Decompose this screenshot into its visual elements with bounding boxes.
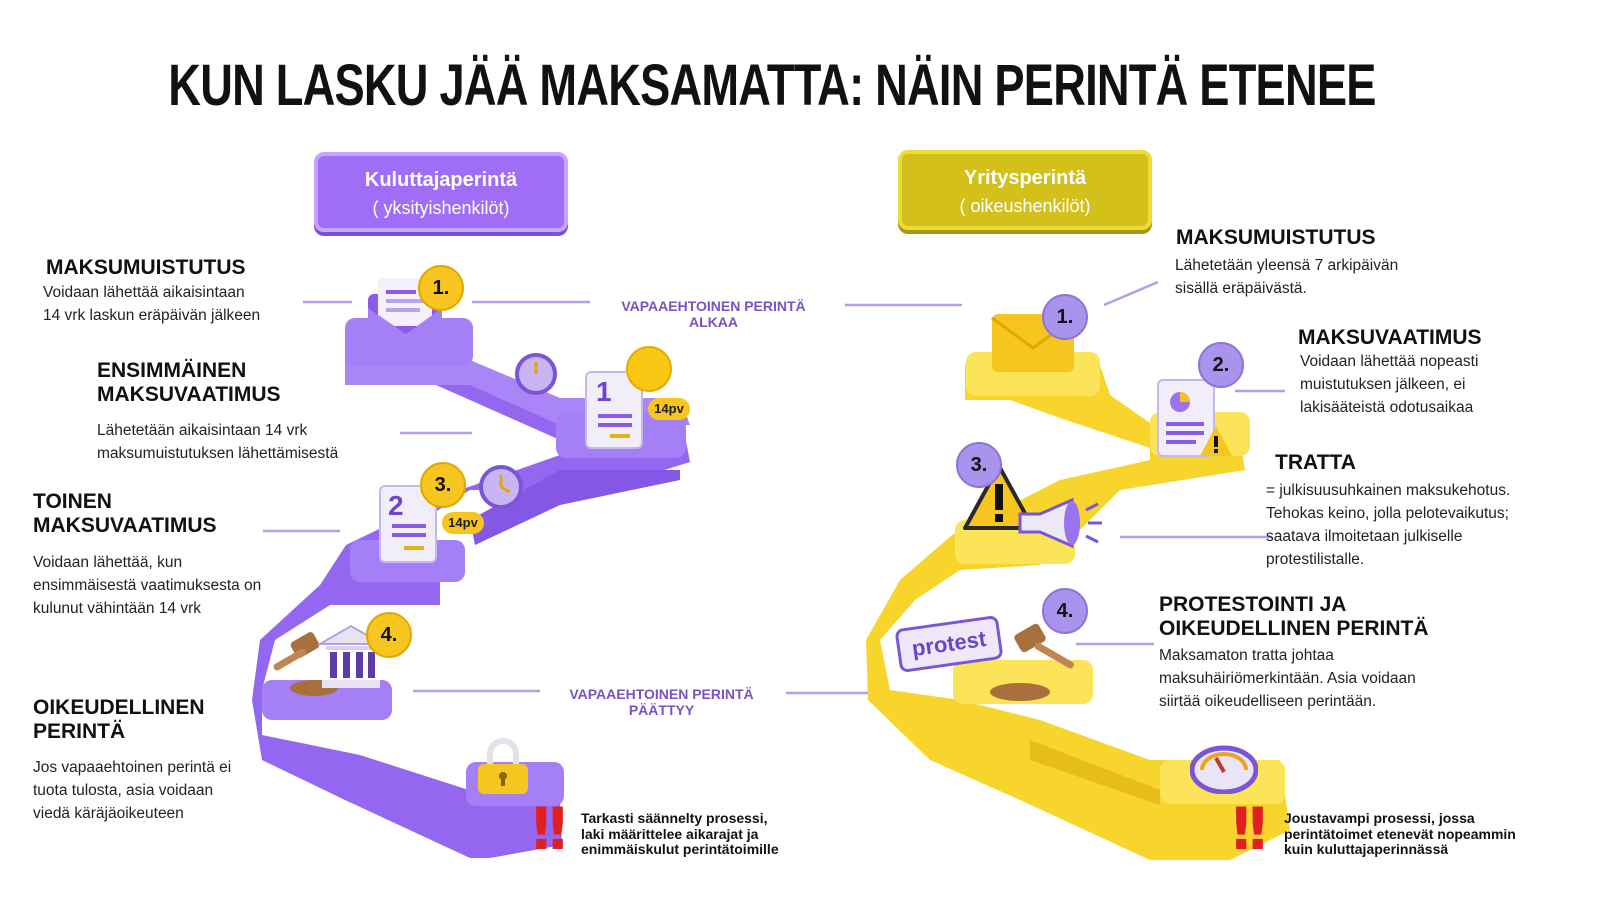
business-step3-heading: TRATTA [1275, 451, 1356, 474]
business-note: Joustavampi prosessi, jossa perintätoime… [1284, 810, 1516, 858]
consumer-step4-text: Jos vapaaehtoinen perintä ei tuota tulos… [33, 756, 231, 825]
note-line: Joustavampi prosessi, jossa [1284, 810, 1475, 826]
text-line: Voidaan lähettää nopeasti [1300, 353, 1479, 370]
text-line: Voidaan lähettää, kun [33, 554, 183, 571]
business-step2-heading: MAKSUVAATIMUS [1298, 326, 1482, 349]
text-line: maksuhäiriömerkintään. Asia voidaan [1159, 670, 1416, 687]
gavel-icon [990, 623, 1074, 701]
megaphone-icon [1018, 497, 1102, 549]
consumer-step1-text: Voidaan lähettää aikaisintaan 14 vrk las… [43, 281, 260, 327]
document-icon [1157, 379, 1232, 457]
consumer-step2-text: Lähetetään aikaisintaan 14 vrk maksumuis… [97, 419, 338, 465]
consumer-step3-heading: TOINEN MAKSUVAATIMUS [33, 490, 217, 538]
text-line: Lähetetään yleensä 7 arkipäivän [1175, 257, 1399, 274]
text-line: ensimmäisestä vaatimuksesta on [33, 577, 262, 594]
business-step1-text: Lähetetään yleensä 7 arkipäivän sisällä … [1175, 254, 1398, 300]
text-line: = julkisuusuhkainen maksukehotus. [1266, 482, 1511, 499]
note-line: kuin kuluttajaperinnässä [1284, 841, 1449, 857]
text-line: 14 vrk laskun eräpäivän jälkeen [43, 307, 261, 324]
consumer-step3-text: Voidaan lähettää, kun ensimmäisestä vaat… [33, 551, 261, 620]
text-line: Jos vapaaehtoinen perintä ei [33, 759, 232, 776]
text-line: saatava ilmoitetaan julkiselle [1266, 528, 1463, 545]
coin-icon [626, 346, 672, 392]
gavel-icon [273, 632, 338, 696]
category-title: Yritysperintä [963, 167, 1087, 189]
warning-icon [963, 464, 1035, 530]
consumer-step4-heading: OIKEUDELLINEN PERINTÄ [33, 696, 205, 744]
label-line: VAPAAEHTOINEN PERINTÄ [621, 298, 806, 314]
step-number-badge: 3. [420, 462, 466, 508]
document-number: 2 [388, 490, 404, 521]
note-line: perintätoimet etenevät nopeammin [1284, 825, 1516, 842]
clock-icon [479, 465, 523, 509]
voluntary-collection-end: VAPAAEHTOINEN PERINTÄ PÄÄTTYY [544, 686, 779, 718]
category-subtitle: ( oikeushenkilöt) [959, 196, 1091, 216]
days-tag: 14pv [442, 512, 484, 534]
text-line: tuota tulosta, asia voidaan [33, 782, 214, 799]
step-number-badge: 1. [1042, 294, 1088, 340]
step-number-badge: 3. [956, 442, 1002, 488]
heading-line: PERINTÄ [33, 720, 126, 743]
consumer-collection-label: Kuluttajaperintä ( yksityishenkilöt) [314, 152, 568, 232]
document-icon [379, 485, 437, 563]
heading-line: OIKEUDELLINEN PERINTÄ [1159, 617, 1429, 640]
label-line: PÄÄTTYY [628, 702, 695, 718]
text-line: protestilistalle. [1266, 551, 1365, 568]
text-line: Tehokas keino, jolla pelotevaikutus; [1266, 505, 1509, 522]
text-line: kulunut vähintään 14 vrk [33, 600, 202, 617]
step-number-badge: 1. [418, 265, 464, 311]
step-number-badge: 2. [1198, 342, 1244, 388]
category-subtitle: ( yksityishenkilöt) [372, 198, 510, 218]
gauge-icon [1190, 745, 1258, 794]
heading-line: PROTESTOINTI JA [1159, 593, 1347, 616]
consumer-step2-heading: ENSIMMÄINEN MAKSUVAATIMUS [97, 359, 281, 407]
exclamation-icon: !! [1228, 795, 1271, 863]
exclamation-icon: !! [528, 795, 571, 863]
label-line: ALKAA [689, 314, 738, 330]
text-line: maksumuistutuksen lähettämisestä [97, 445, 339, 462]
heading-line: OIKEUDELLINEN [33, 696, 205, 719]
text-line: Maksamaton tratta johtaa [1159, 647, 1334, 664]
page-title: KUN LASKU JÄÄ MAKSAMATTA: NÄIN PERINTÄ E… [168, 53, 1376, 118]
text-line: viedä käräjäoikeuteen [33, 805, 184, 822]
business-collection-label: Yritysperintä ( oikeushenkilöt) [898, 150, 1152, 230]
step-number-badge: 4. [1042, 588, 1088, 634]
business-step4-text: Maksamaton tratta johtaa maksuhäiriömerk… [1159, 644, 1416, 713]
text-line: muistutuksen jälkeen, ei [1300, 376, 1466, 393]
consumer-step1-heading: MAKSUMUISTUTUS [46, 256, 246, 279]
padlock-icon [478, 738, 528, 794]
days-tag: 14pv [648, 398, 690, 420]
clock-icon [515, 353, 557, 395]
connector-lines [263, 280, 1285, 695]
text-line: siirtää oikeudelliseen perintään. [1159, 693, 1377, 710]
heading-line: TOINEN [33, 490, 112, 513]
text-line: Voidaan lähettää aikaisintaan [43, 284, 245, 301]
business-step4-heading: PROTESTOINTI JA OIKEUDELLINEN PERINTÄ [1159, 593, 1429, 641]
document-number: 1 [596, 376, 612, 407]
note-line: Tarkasti säännelty prosessi, [581, 810, 768, 826]
text-line: Lähetetään aikaisintaan 14 vrk [97, 422, 308, 439]
business-step2-text: Voidaan lähettää nopeasti muistutuksen j… [1300, 350, 1478, 419]
business-step1-heading: MAKSUMUISTUTUS [1176, 226, 1376, 249]
note-line: laki määrittelee aikarajat ja [581, 825, 759, 842]
voluntary-collection-start: VAPAAEHTOINEN PERINTÄ ALKAA [596, 298, 831, 330]
heading-line: MAKSUVAATIMUS [33, 514, 217, 537]
category-title: Kuluttajaperintä [364, 169, 518, 191]
text-line: sisällä eräpäivästä. [1175, 280, 1307, 297]
step-number-badge: 4. [366, 612, 412, 658]
label-line: VAPAAEHTOINEN PERINTÄ [569, 686, 754, 702]
document-icon [585, 371, 643, 449]
consumer-note: Tarkasti säännelty prosessi, laki määrit… [581, 810, 779, 858]
note-line: enimmäiskulut perintätoimille [581, 841, 779, 857]
heading-line: ENSIMMÄINEN [97, 359, 247, 382]
business-step3-text: = julkisuusuhkainen maksukehotus. Tehoka… [1266, 479, 1510, 571]
heading-line: MAKSUVAATIMUS [97, 383, 281, 406]
text-line: lakisääteistä odotusaikaa [1300, 399, 1474, 416]
